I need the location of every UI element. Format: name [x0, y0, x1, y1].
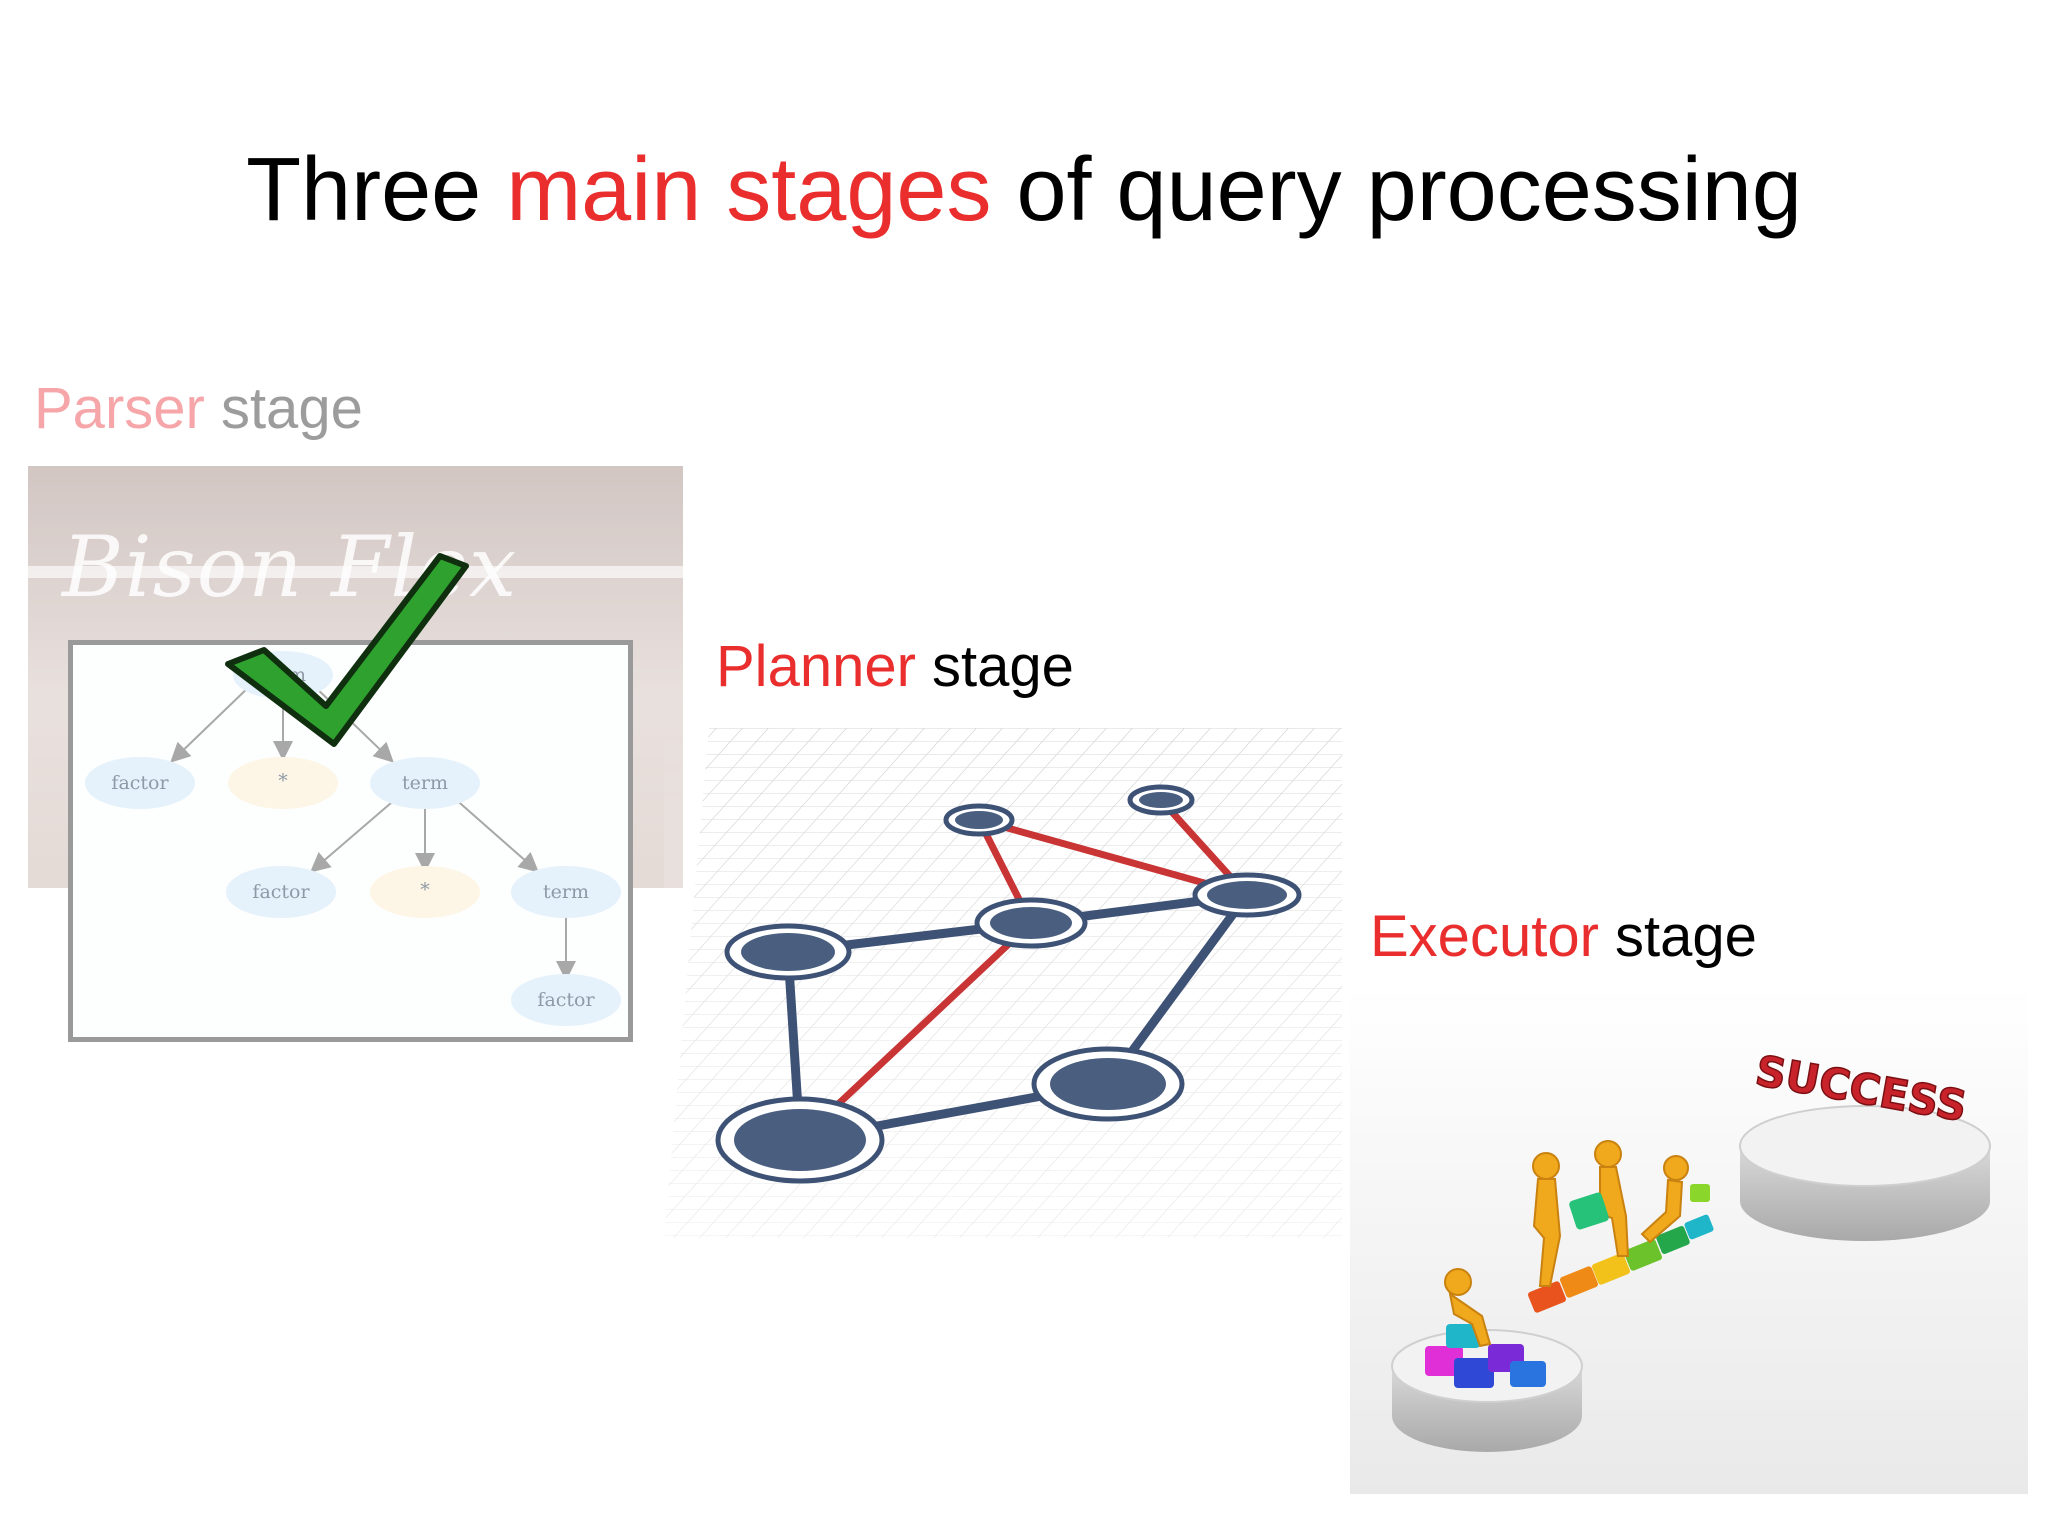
tree-node-label: term — [543, 881, 589, 903]
parser-stage-label: Parser stage — [34, 376, 363, 442]
executor-illustration: SUCCESS — [1350, 986, 2028, 1494]
tree-edge — [309, 796, 399, 873]
banner-stripe — [28, 566, 683, 578]
executor-stage-name: Executor — [1370, 904, 1599, 969]
tree-node-label: factor — [252, 881, 310, 903]
tree-node-label: factor — [537, 989, 595, 1011]
title-text-start: Three — [246, 140, 507, 240]
tree-edge — [170, 682, 254, 763]
success-scene: SUCCESS — [1350, 986, 2028, 1494]
tree-node-label: factor — [111, 772, 169, 794]
title-text-end: of query processing — [991, 140, 1802, 240]
tree-node — [228, 757, 338, 809]
title-highlight: main stages — [506, 140, 992, 240]
planner-illustration — [664, 728, 1342, 1238]
worker-figure — [1663, 1155, 1689, 1181]
executor-stage-word: stage — [1598, 904, 1757, 969]
planner-stage-name: Planner — [716, 634, 916, 699]
checkmark-icon — [225, 553, 469, 747]
planner-stage-label: Planner stage — [716, 634, 1074, 700]
tree-node-label: * — [420, 879, 430, 901]
plan-graph — [664, 728, 1342, 1238]
parser-stage-word: stage — [204, 376, 363, 441]
tree-node — [226, 866, 336, 918]
executor-stage-label: Executor stage — [1370, 904, 1757, 970]
worker-figure — [1444, 1268, 1472, 1296]
puzzle-pile — [1425, 1324, 1546, 1388]
graph-nodes — [715, 784, 1302, 1184]
parser-stage-name: Parser — [34, 376, 205, 441]
worker-figure — [1594, 1140, 1622, 1168]
success-pedestal — [1739, 1105, 1991, 1241]
tree-node — [511, 866, 621, 918]
tree-node-label: * — [278, 770, 288, 792]
worker-figure — [1532, 1152, 1560, 1180]
tree-node — [511, 974, 621, 1026]
parse-tree: term factor * term factor * term factor — [85, 651, 621, 1026]
planner-stage-word: stage — [915, 634, 1074, 699]
tree-node — [370, 866, 480, 918]
carried-puzzle-piece — [1569, 1192, 1609, 1230]
tree-node — [85, 757, 195, 809]
parser-illustration: Bison Flex term factor — [28, 466, 683, 1046]
puzzle-bridge — [1528, 1214, 1714, 1313]
start-pedestal — [1391, 1329, 1583, 1452]
tree-edge — [452, 796, 540, 873]
worker-figures — [1444, 1140, 1689, 1348]
tree-node — [370, 757, 480, 809]
carried-puzzle-piece — [1690, 1184, 1710, 1202]
slide-title: Three main stages of query processing — [0, 140, 2048, 240]
tree-node-label: term — [402, 772, 448, 794]
